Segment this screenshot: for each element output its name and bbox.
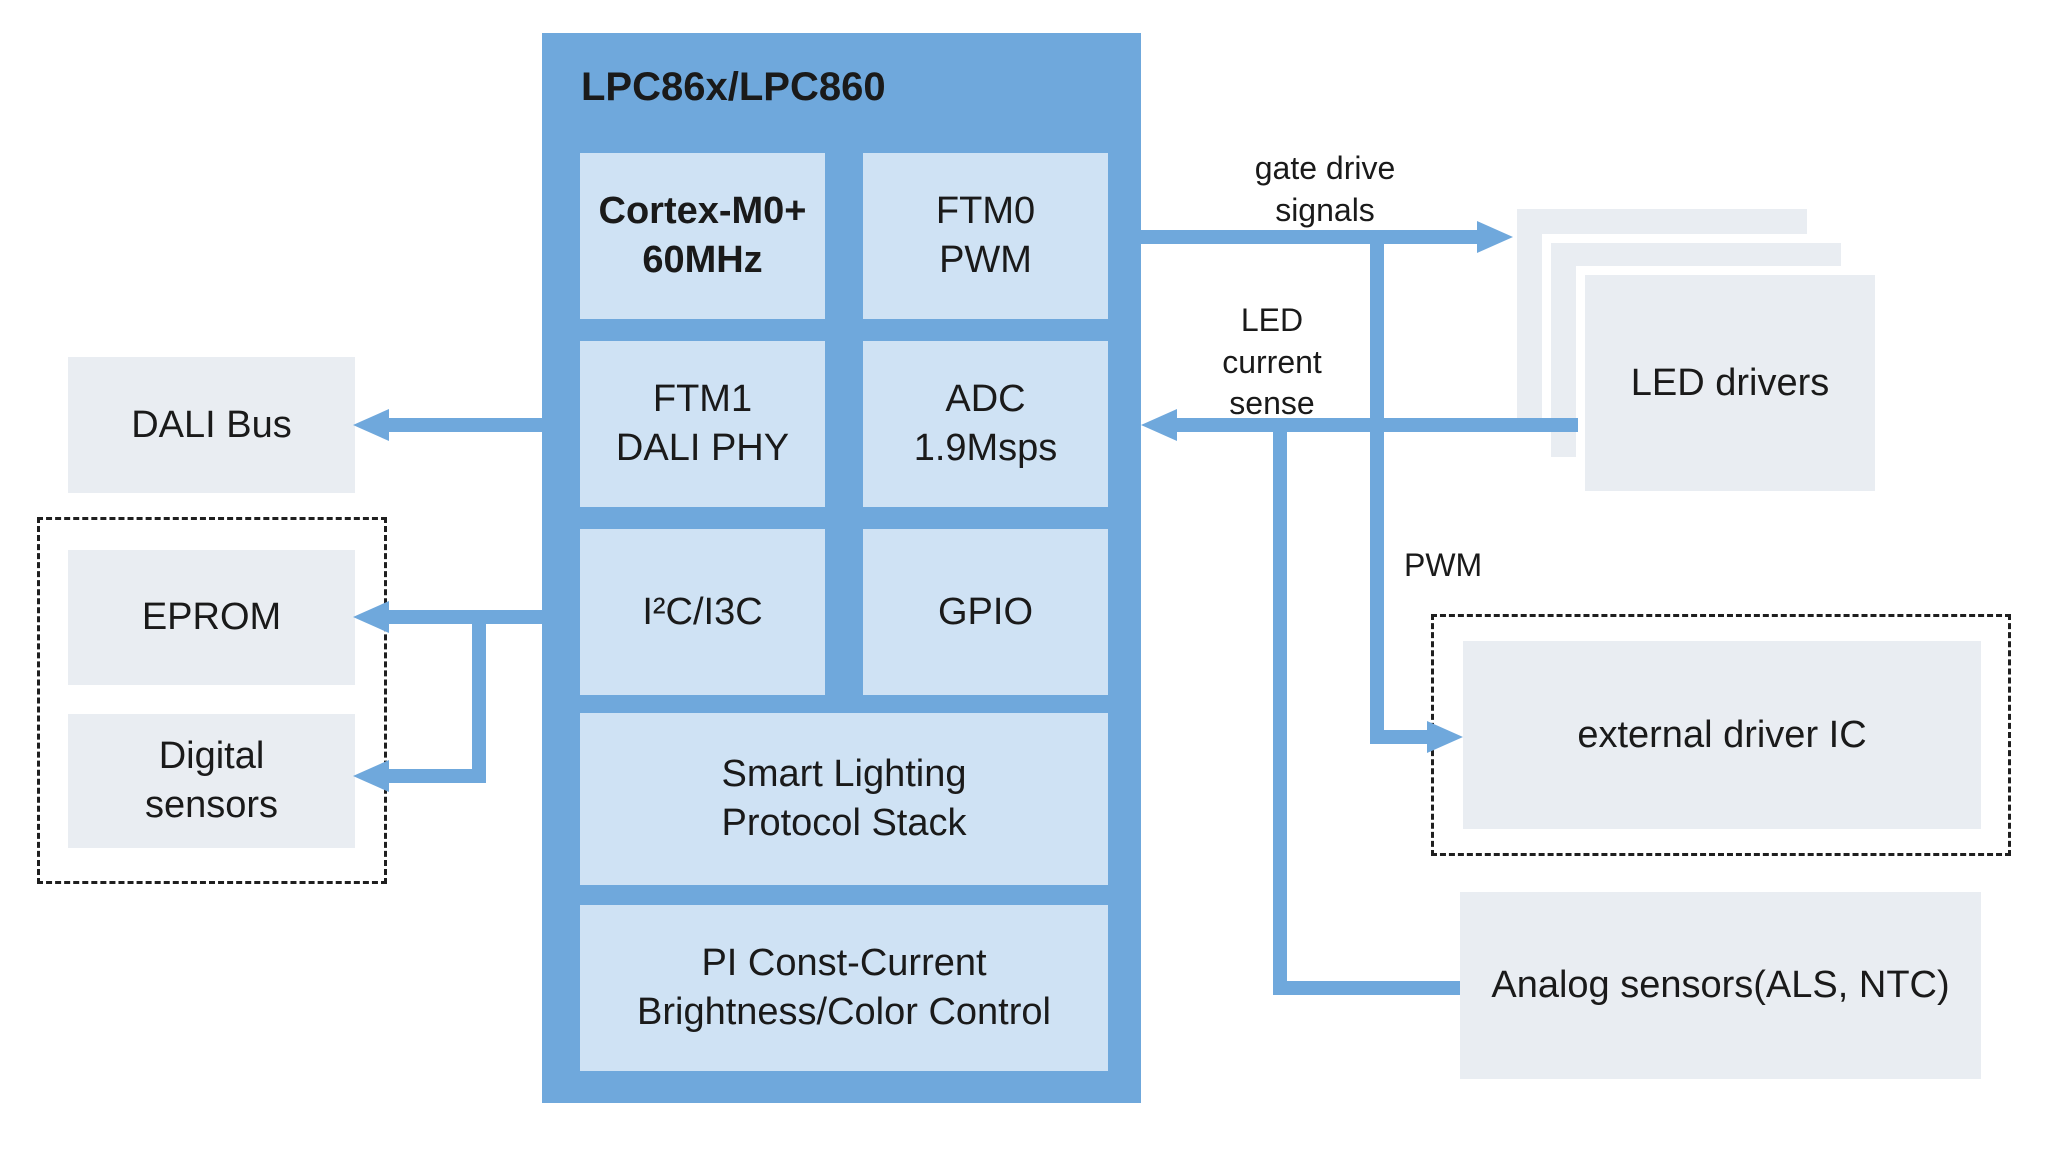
gate-drive-arrow-line — [1141, 230, 1477, 244]
mcu-block: LPC86x/LPC860 Cortex-M0+ 60MHz FTM0 PWM … — [542, 33, 1141, 1103]
dali-bus-label: DALI Bus — [131, 403, 292, 446]
eprom-arrow-line — [389, 610, 543, 624]
led-drivers-box: LED drivers — [1585, 275, 1875, 491]
analog-sensors-vertical-line — [1273, 418, 1287, 995]
dali-bus-box: DALI Bus — [68, 357, 355, 493]
eprom-arrowhead — [353, 601, 389, 633]
analog-sensors-box: Analog sensors(ALS, NTC) — [1460, 892, 1981, 1079]
led-current-sense-arrowhead — [1141, 409, 1177, 441]
led-drivers-label: LED drivers — [1630, 361, 1830, 404]
block-pi-const-current-control: PI Const-Current Brightness/Color Contro… — [580, 905, 1108, 1071]
block-smart-lighting-protocol-stack: Smart Lighting Protocol Stack — [580, 713, 1108, 885]
block-adc: ADC 1.9Msps — [863, 341, 1108, 507]
dali-bus-arrowhead — [353, 409, 389, 441]
analog-sensors-label: Analog sensors(ALS, NTC) — [1491, 964, 1950, 1007]
eprom-label: EPROM — [141, 596, 282, 639]
digital-sensors-branch-vertical-line — [472, 610, 486, 783]
block-ftm0-pwm: FTM0 PWM — [863, 153, 1108, 319]
digital-sensors-arrowhead — [353, 760, 389, 792]
eprom-box: EPROM — [68, 550, 355, 685]
pwm-label: PWM — [1404, 547, 1483, 583]
gate-drive-signals-label: gate drive signals — [1254, 150, 1396, 228]
external-driver-ic-label: external driver IC — [1577, 713, 1867, 756]
mcu-title: LPC86x/LPC860 — [581, 65, 886, 109]
memory-sensors-dashed-group — [37, 517, 387, 884]
digital-sensors-box: Digital sensors — [68, 714, 355, 848]
digital-sensors-label: Digital sensors — [144, 735, 279, 826]
led-current-sense-label: LED current sense — [1222, 302, 1322, 422]
block-gpio: GPIO — [863, 529, 1108, 695]
block-i2c-i3c: I²C/I3C — [580, 529, 825, 695]
pwm-arrowhead — [1427, 721, 1463, 753]
analog-sensors-horizontal-line — [1273, 981, 1460, 995]
pwm-branch-vertical-line — [1370, 230, 1384, 744]
pwm-to-external-driver-line — [1370, 730, 1427, 744]
external-driver-ic-box: external driver IC — [1463, 641, 1981, 829]
digital-sensors-arrow-line — [389, 769, 486, 783]
dali-bus-arrow-line — [389, 418, 543, 432]
block-ftm1-dali-phy: FTM1 DALI PHY — [580, 341, 825, 507]
gate-drive-arrowhead — [1477, 221, 1513, 253]
block-cortex-m0: Cortex-M0+ 60MHz — [580, 153, 825, 319]
led-current-sense-line — [1177, 418, 1578, 432]
